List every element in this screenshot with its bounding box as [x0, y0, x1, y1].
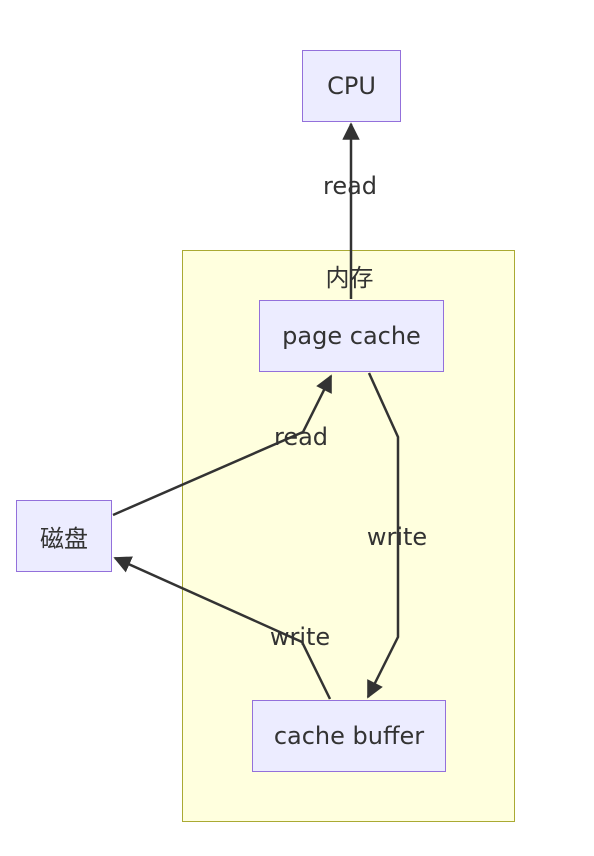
edge-label-read-to-cpu: read — [322, 172, 378, 200]
page-cache-node-label: page cache — [282, 322, 421, 350]
disk-node[interactable]: 磁盘 — [16, 500, 112, 572]
cache-buffer-node-label: cache buffer — [273, 722, 425, 750]
edge-label-write-to-disk: write — [269, 623, 331, 651]
edge-disk-to-page-cache — [112, 374, 333, 517]
cache-buffer-node[interactable]: cache buffer — [252, 700, 446, 772]
cpu-node-label: CPU — [327, 72, 376, 100]
edge-label-write-to-buffer: write — [366, 523, 428, 551]
cpu-node[interactable]: CPU — [302, 50, 401, 122]
disk-node-label: 磁盘 — [40, 524, 88, 553]
edge-page-cache-to-cache-buffer — [366, 372, 400, 699]
page-cache-node[interactable]: page cache — [259, 300, 444, 372]
memory-cluster-label: 内存 — [325, 264, 374, 292]
edge-label-read-from-disk: read — [273, 423, 329, 451]
edge-cache-buffer-to-disk — [113, 556, 332, 700]
